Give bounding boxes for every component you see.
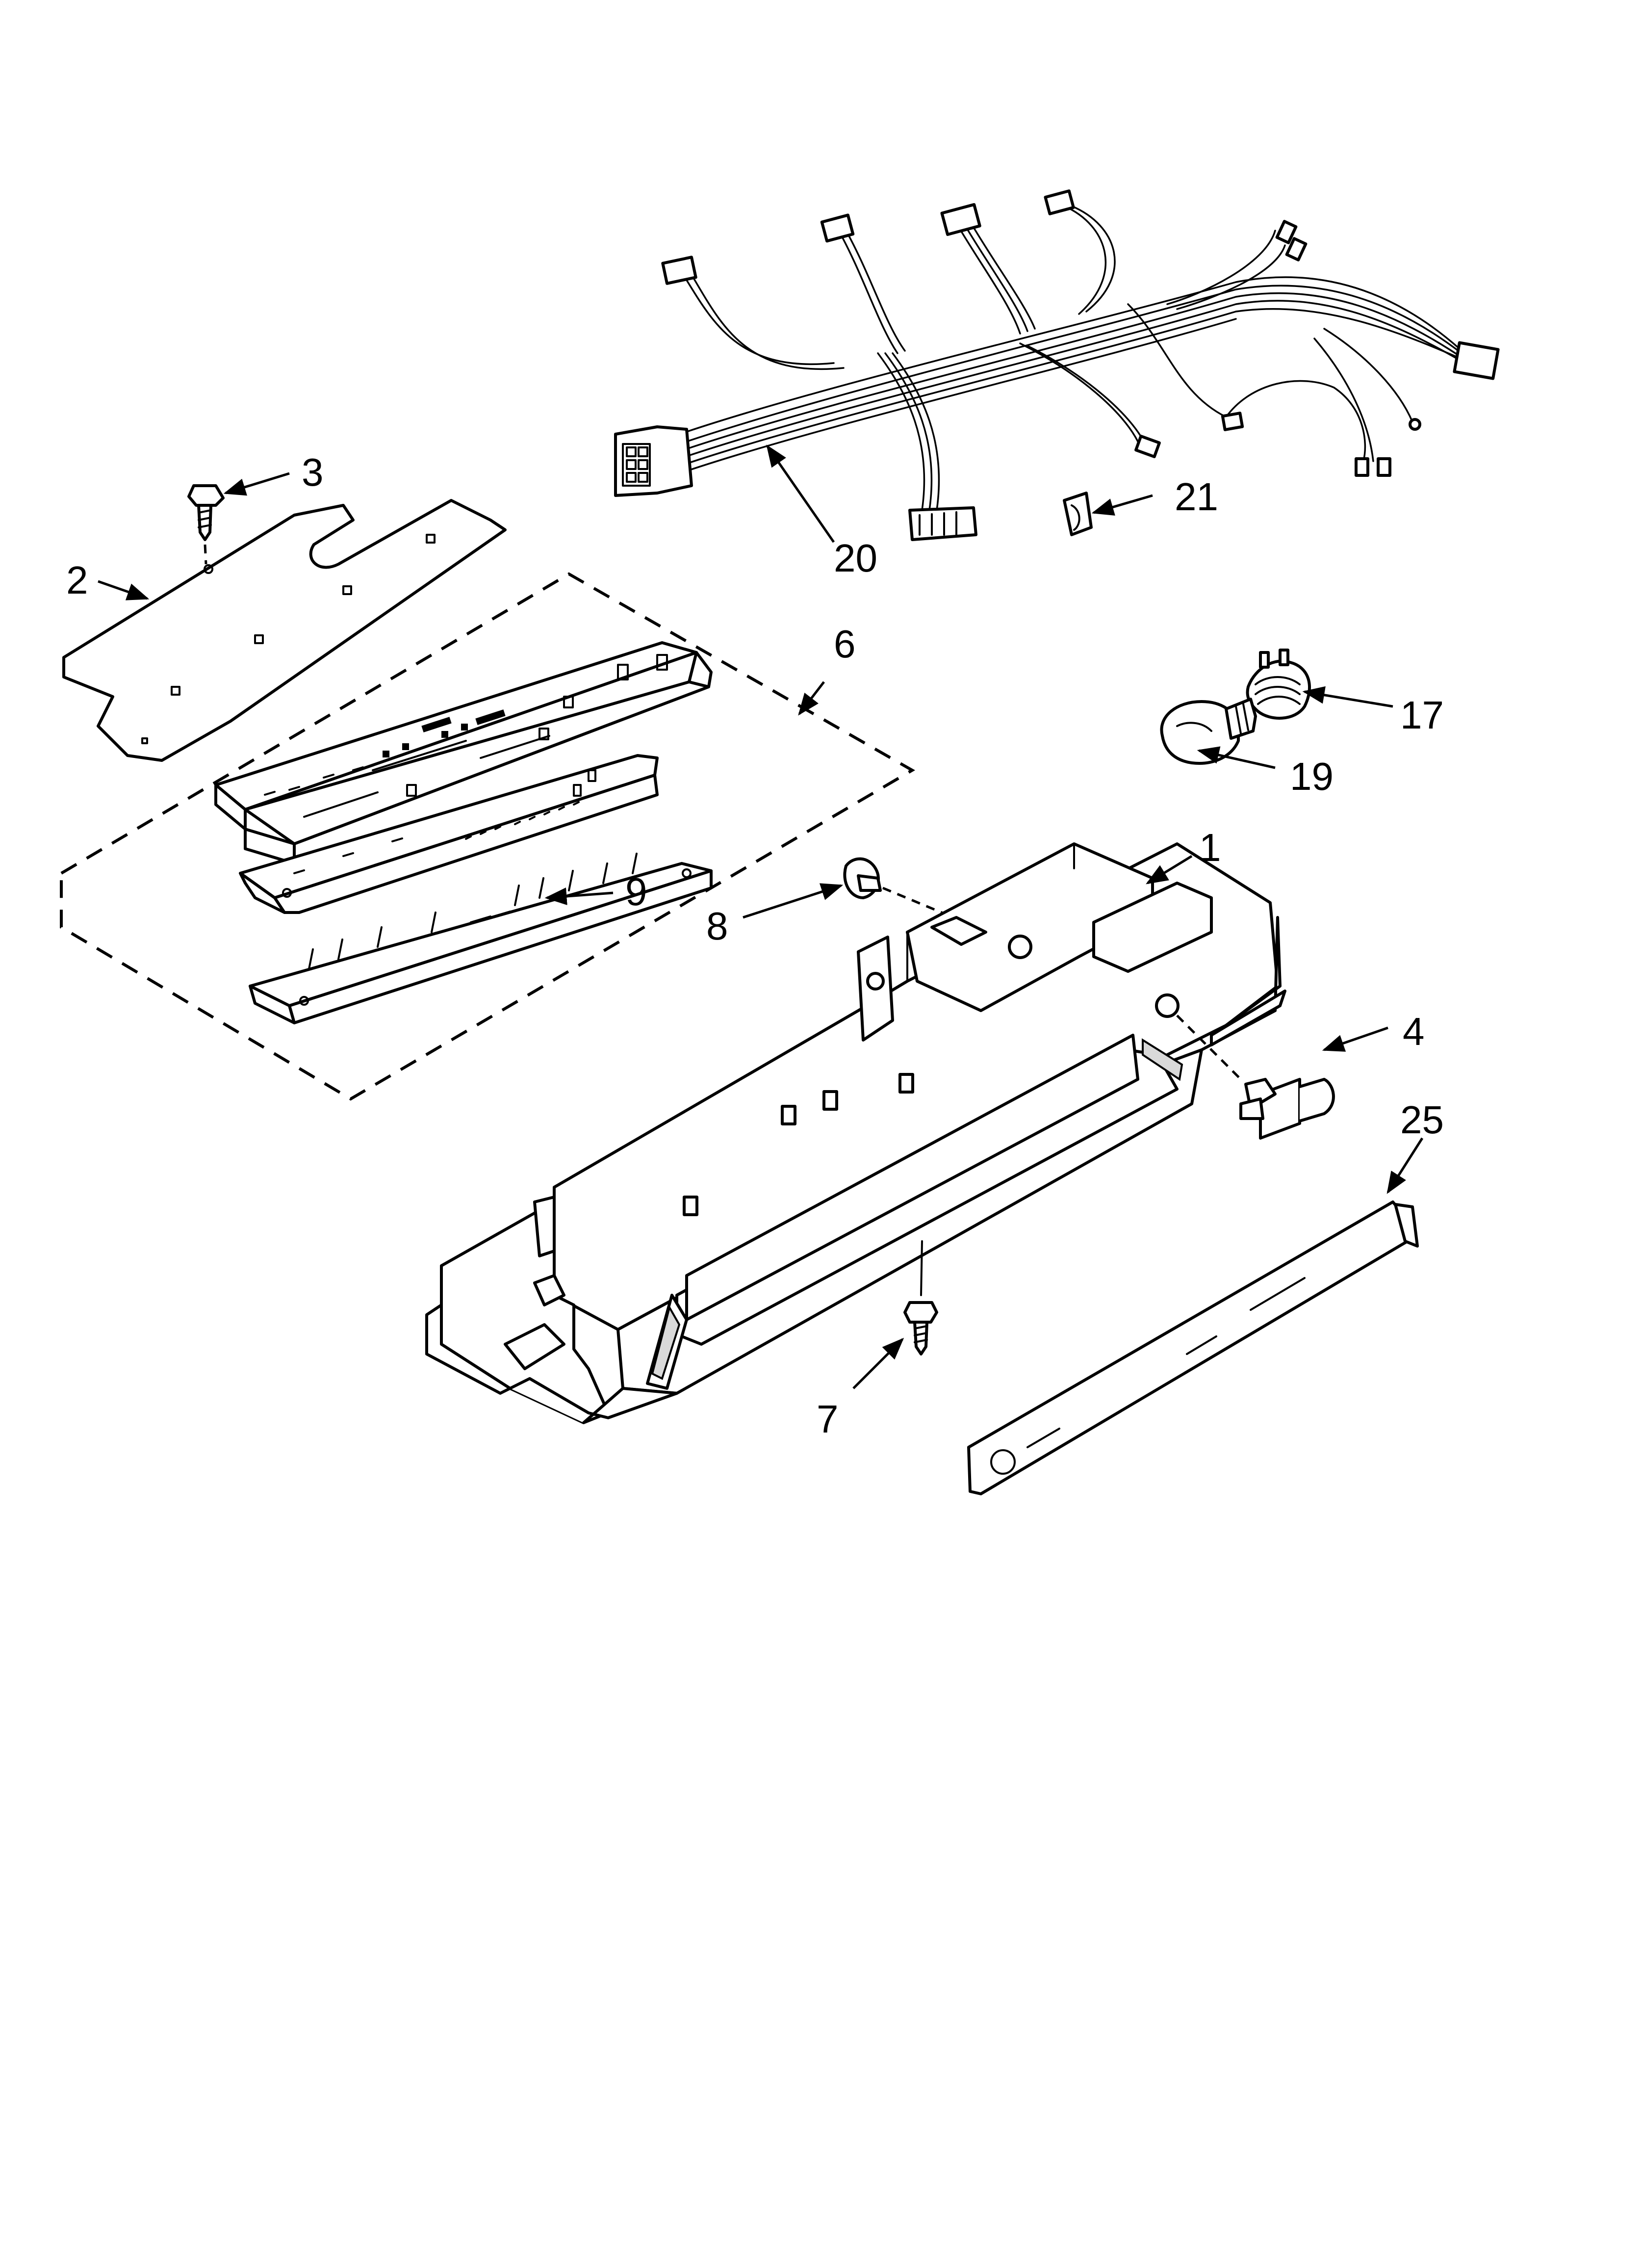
screw-part-7 <box>903 1240 938 1356</box>
control-housing-part-1 <box>425 842 1286 1424</box>
assembly-boundary-part-6 <box>60 572 915 1101</box>
control-board-part-6 <box>214 641 713 865</box>
callout-1: 1 <box>1199 826 1221 869</box>
callout-3: 3 <box>302 450 324 494</box>
wiring-harness-part-20 <box>614 189 1500 541</box>
switch-part-4 <box>1176 1015 1335 1140</box>
callout-17: 17 <box>1400 693 1444 737</box>
callout-6: 6 <box>834 622 856 666</box>
callout-4: 4 <box>1403 1010 1425 1053</box>
cover-plate-part-2 <box>62 499 507 762</box>
callout-leaders <box>98 444 1424 1389</box>
screw-part-3 <box>187 484 225 565</box>
socket-part-17 <box>1246 649 1311 720</box>
callout-2: 2 <box>66 558 88 602</box>
callout-8: 8 <box>706 904 728 948</box>
callout-25: 25 <box>1400 1098 1444 1142</box>
callout-19: 19 <box>1290 755 1334 798</box>
clip-part-21 <box>1063 492 1093 536</box>
led-board-part-9 <box>249 853 713 1024</box>
callout-21: 21 <box>1175 475 1218 519</box>
middle-board-part-6 <box>239 754 659 914</box>
callout-9: 9 <box>625 870 647 913</box>
callout-7: 7 <box>817 1397 839 1441</box>
callout-20: 20 <box>834 536 877 580</box>
callout-labels: 1 2 3 4 6 7 8 9 17 19 20 21 25 <box>66 450 1444 1441</box>
label-part-25 <box>967 1200 1419 1495</box>
bushing-part-8 <box>843 857 1021 953</box>
